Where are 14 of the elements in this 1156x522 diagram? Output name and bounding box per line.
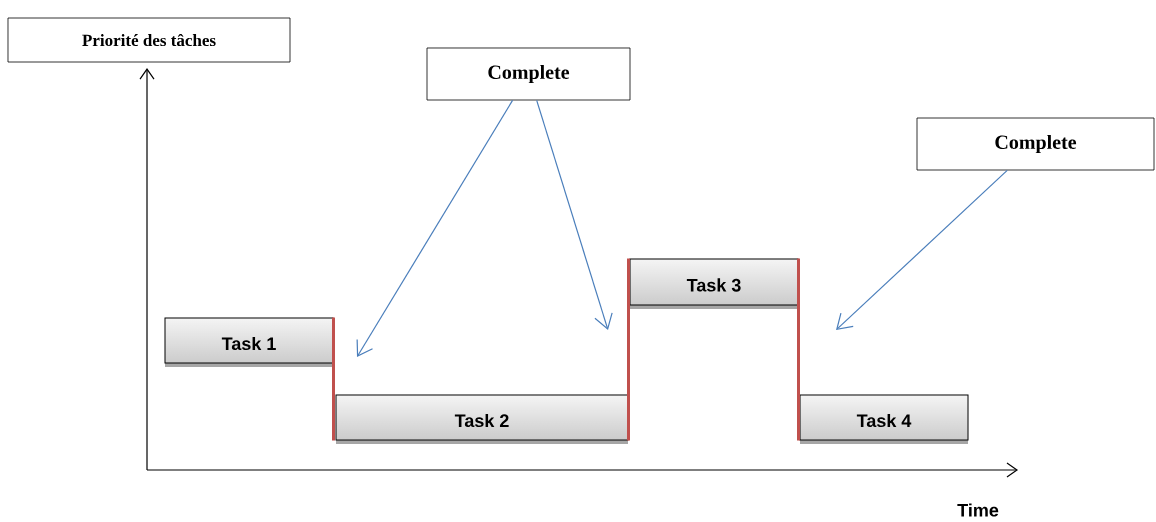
axis-title-box: Priorité des tâches	[7, 17, 291, 63]
arrow	[836, 169, 1008, 330]
transition-line	[332, 317, 335, 441]
transition-line	[627, 258, 630, 441]
task-bar: Task 2	[335, 394, 629, 441]
transition-line	[797, 258, 800, 441]
axis-label: Time	[957, 503, 999, 517]
callout-box: Complete	[426, 47, 631, 101]
task-bar: Task 3	[629, 258, 799, 306]
callout-box: Complete	[916, 117, 1155, 171]
task-bar: Task 4	[799, 394, 969, 441]
arrow	[536, 99, 613, 330]
task-bar: Task 1	[164, 317, 334, 364]
arrow	[356, 99, 514, 357]
